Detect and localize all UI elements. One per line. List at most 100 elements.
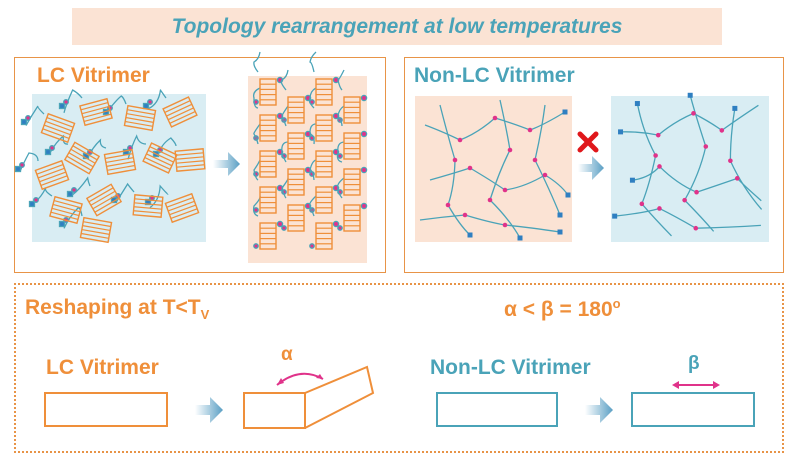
exchange-bond-dot bbox=[653, 153, 658, 158]
lc-random-mesogens bbox=[34, 96, 206, 244]
polymer-chain bbox=[107, 95, 127, 112]
exchange-bond-dot bbox=[492, 115, 498, 121]
chain-end bbox=[44, 148, 52, 156]
polymer-chain bbox=[489, 99, 521, 239]
mesogen-block bbox=[142, 142, 178, 174]
cross-icon bbox=[577, 131, 599, 153]
mesogen-block bbox=[259, 150, 277, 178]
exchange-bond-dot bbox=[445, 202, 451, 208]
alpha-label: α bbox=[281, 344, 293, 365]
polymer-chain bbox=[336, 141, 345, 163]
polymer-chain bbox=[337, 177, 345, 199]
double-arrow-icon bbox=[672, 381, 720, 389]
exchange-bond-dot bbox=[360, 202, 368, 210]
exchange-bond-dot bbox=[360, 94, 368, 102]
mesogen-block bbox=[123, 104, 157, 132]
polymer-chain bbox=[439, 104, 471, 236]
mesogen-block bbox=[343, 204, 361, 232]
polymer-chain bbox=[63, 89, 83, 113]
exchange-bond-dot bbox=[467, 165, 473, 171]
polymer-chain bbox=[149, 184, 169, 209]
exchange-bond-dot bbox=[457, 137, 463, 143]
chain-end bbox=[629, 177, 635, 183]
arrow-right-icon bbox=[195, 397, 223, 423]
exchange-bond-dot bbox=[691, 111, 696, 116]
lc-aligned-chains bbox=[252, 51, 368, 249]
mesogen-block bbox=[287, 96, 305, 124]
exchange-bond-dot bbox=[682, 197, 687, 203]
exchange-bond-dot bbox=[502, 222, 508, 228]
polymer-chain bbox=[309, 123, 317, 145]
polymer-chain bbox=[280, 69, 289, 91]
exchange-bond-dot bbox=[337, 153, 343, 159]
mesogen-block bbox=[315, 114, 333, 142]
lc-vitrimer-panel bbox=[14, 57, 386, 273]
chain-end bbox=[732, 105, 738, 111]
polymer-chain bbox=[683, 95, 715, 232]
chain-end bbox=[562, 109, 568, 115]
chain-end bbox=[687, 92, 693, 98]
exchange-bond-dot bbox=[253, 243, 259, 249]
mesogen-block bbox=[259, 186, 277, 214]
exchange-bond-dot bbox=[507, 147, 513, 153]
polymer-chain bbox=[308, 87, 317, 109]
polymer-chain bbox=[636, 103, 672, 237]
mesogen-block bbox=[103, 148, 137, 176]
exchange-bond-dot bbox=[734, 176, 740, 181]
exchange-bond-dot bbox=[309, 243, 315, 249]
polymer-chain bbox=[281, 141, 289, 163]
exchange-bond-dot bbox=[639, 201, 645, 207]
lc-bar-initial bbox=[44, 392, 168, 427]
nonlc-final-network bbox=[611, 96, 769, 242]
chain-end bbox=[58, 102, 66, 110]
exchange-bond-dot bbox=[452, 157, 458, 163]
mesogen-block bbox=[85, 183, 123, 217]
polymer-chain bbox=[309, 159, 317, 181]
polymer-chain bbox=[419, 214, 561, 233]
mesogen-block bbox=[63, 141, 101, 175]
exchange-bond-dot bbox=[542, 172, 548, 178]
reshaping-label: Reshaping at T<TV bbox=[25, 296, 209, 322]
mesogen-block bbox=[315, 186, 333, 214]
chain-end bbox=[142, 102, 150, 110]
exchange-bond-dot bbox=[337, 225, 343, 231]
mesogen-block bbox=[259, 222, 277, 250]
chain-end bbox=[14, 165, 22, 173]
polymer-chain bbox=[281, 105, 289, 127]
polymer-chain bbox=[309, 51, 317, 73]
lc-bar-bent-wing bbox=[304, 365, 375, 429]
polymer-chain bbox=[253, 87, 261, 109]
exchange-bond-dot bbox=[487, 197, 493, 203]
polymer-chain bbox=[127, 134, 147, 160]
mesogen-block bbox=[34, 159, 70, 191]
arrow-right-icon bbox=[578, 156, 604, 180]
chain-end bbox=[557, 229, 563, 235]
polymer-chain bbox=[309, 195, 317, 217]
mesogen-block bbox=[164, 192, 200, 224]
exchange-bond-dot bbox=[462, 212, 468, 218]
exchange-bond-dot bbox=[719, 128, 725, 133]
nonlc-final-bonds bbox=[612, 92, 740, 231]
relation-text: α < β = 180 bbox=[504, 298, 613, 321]
mesogen-block bbox=[287, 204, 305, 232]
relation-superscript: o bbox=[612, 296, 621, 311]
chain-end bbox=[612, 213, 618, 219]
chain-end bbox=[517, 235, 523, 241]
exchange-bond-dot bbox=[527, 127, 533, 133]
nonlc-vitrimer-label: Non-LC Vitrimer bbox=[414, 64, 575, 87]
chain-end bbox=[467, 232, 473, 238]
nonlc-initial-bonds bbox=[445, 109, 571, 241]
polymer-chain bbox=[253, 123, 261, 145]
exchange-bond-dot bbox=[657, 206, 662, 211]
polymer-chain bbox=[614, 207, 761, 229]
nonlc-bar-final bbox=[631, 392, 755, 427]
title-banner bbox=[72, 8, 722, 45]
nonlc-vitrimer-panel bbox=[404, 57, 784, 273]
mesogen-block bbox=[315, 150, 333, 178]
mesogen-block bbox=[79, 216, 113, 244]
exchange-bond-dot bbox=[332, 220, 340, 228]
chain-end bbox=[28, 200, 36, 208]
exchange-bond-dot bbox=[728, 158, 733, 164]
exchange-bond-dot bbox=[655, 132, 661, 138]
